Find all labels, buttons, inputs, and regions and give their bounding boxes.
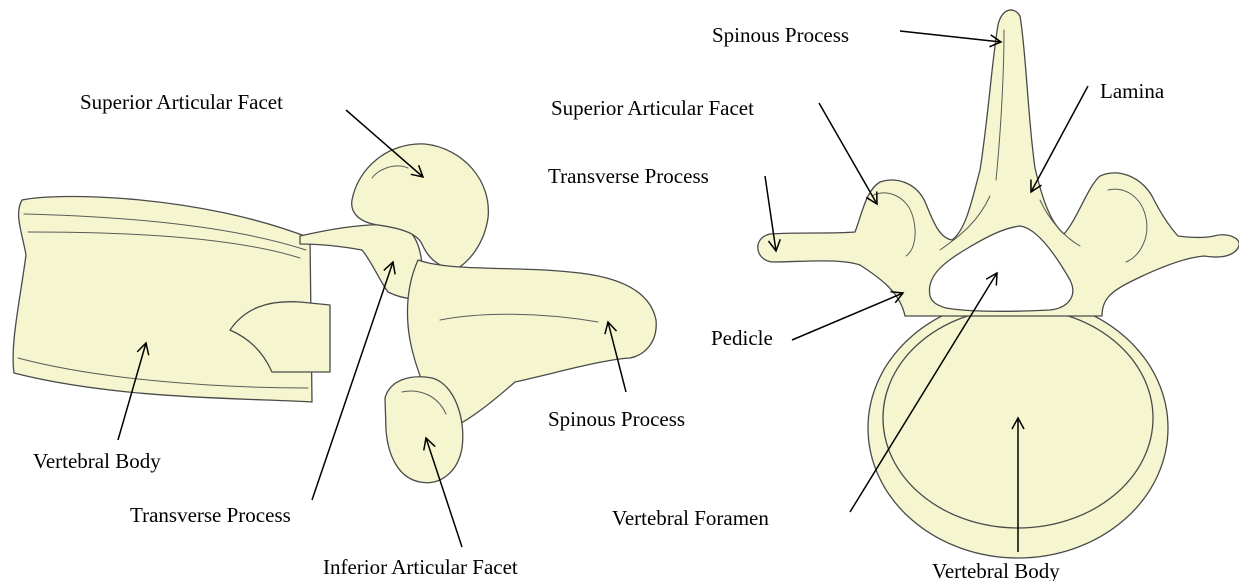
label-superior-vertebral-foramen: Vertebral Foramen xyxy=(612,506,769,530)
label-superior-lamina: Lamina xyxy=(1100,79,1165,103)
label-lateral-vertebral-body: Vertebral Body xyxy=(33,449,161,473)
leader-superior-superior-articular-facet xyxy=(819,103,877,204)
leader-lateral-transverse-process xyxy=(312,262,393,500)
label-lateral-inferior-articular-facet: Inferior Articular Facet xyxy=(323,555,518,579)
label-superior-superior-articular-facet: Superior Articular Facet xyxy=(551,96,754,120)
superior-view xyxy=(758,10,1239,558)
label-superior-vertebral-body: Vertebral Body xyxy=(932,559,1060,581)
lateral-vertebral-body-shape xyxy=(13,196,312,402)
leader-superior-lamina xyxy=(1031,86,1088,192)
label-lateral-transverse-process: Transverse Process xyxy=(130,503,291,527)
label-superior-transverse-process: Transverse Process xyxy=(548,164,709,188)
lateral-transverse-process-shape xyxy=(300,225,422,299)
label-lateral-superior-articular-facet: Superior Articular Facet xyxy=(80,90,283,114)
label-lateral-spinous-process: Spinous Process xyxy=(548,407,685,431)
leader-superior-pedicle xyxy=(792,293,903,340)
label-superior-pedicle: Pedicle xyxy=(711,326,773,350)
leader-superior-spinous-process xyxy=(900,31,1001,42)
label-superior-spinous-process: Spinous Process xyxy=(712,23,849,47)
